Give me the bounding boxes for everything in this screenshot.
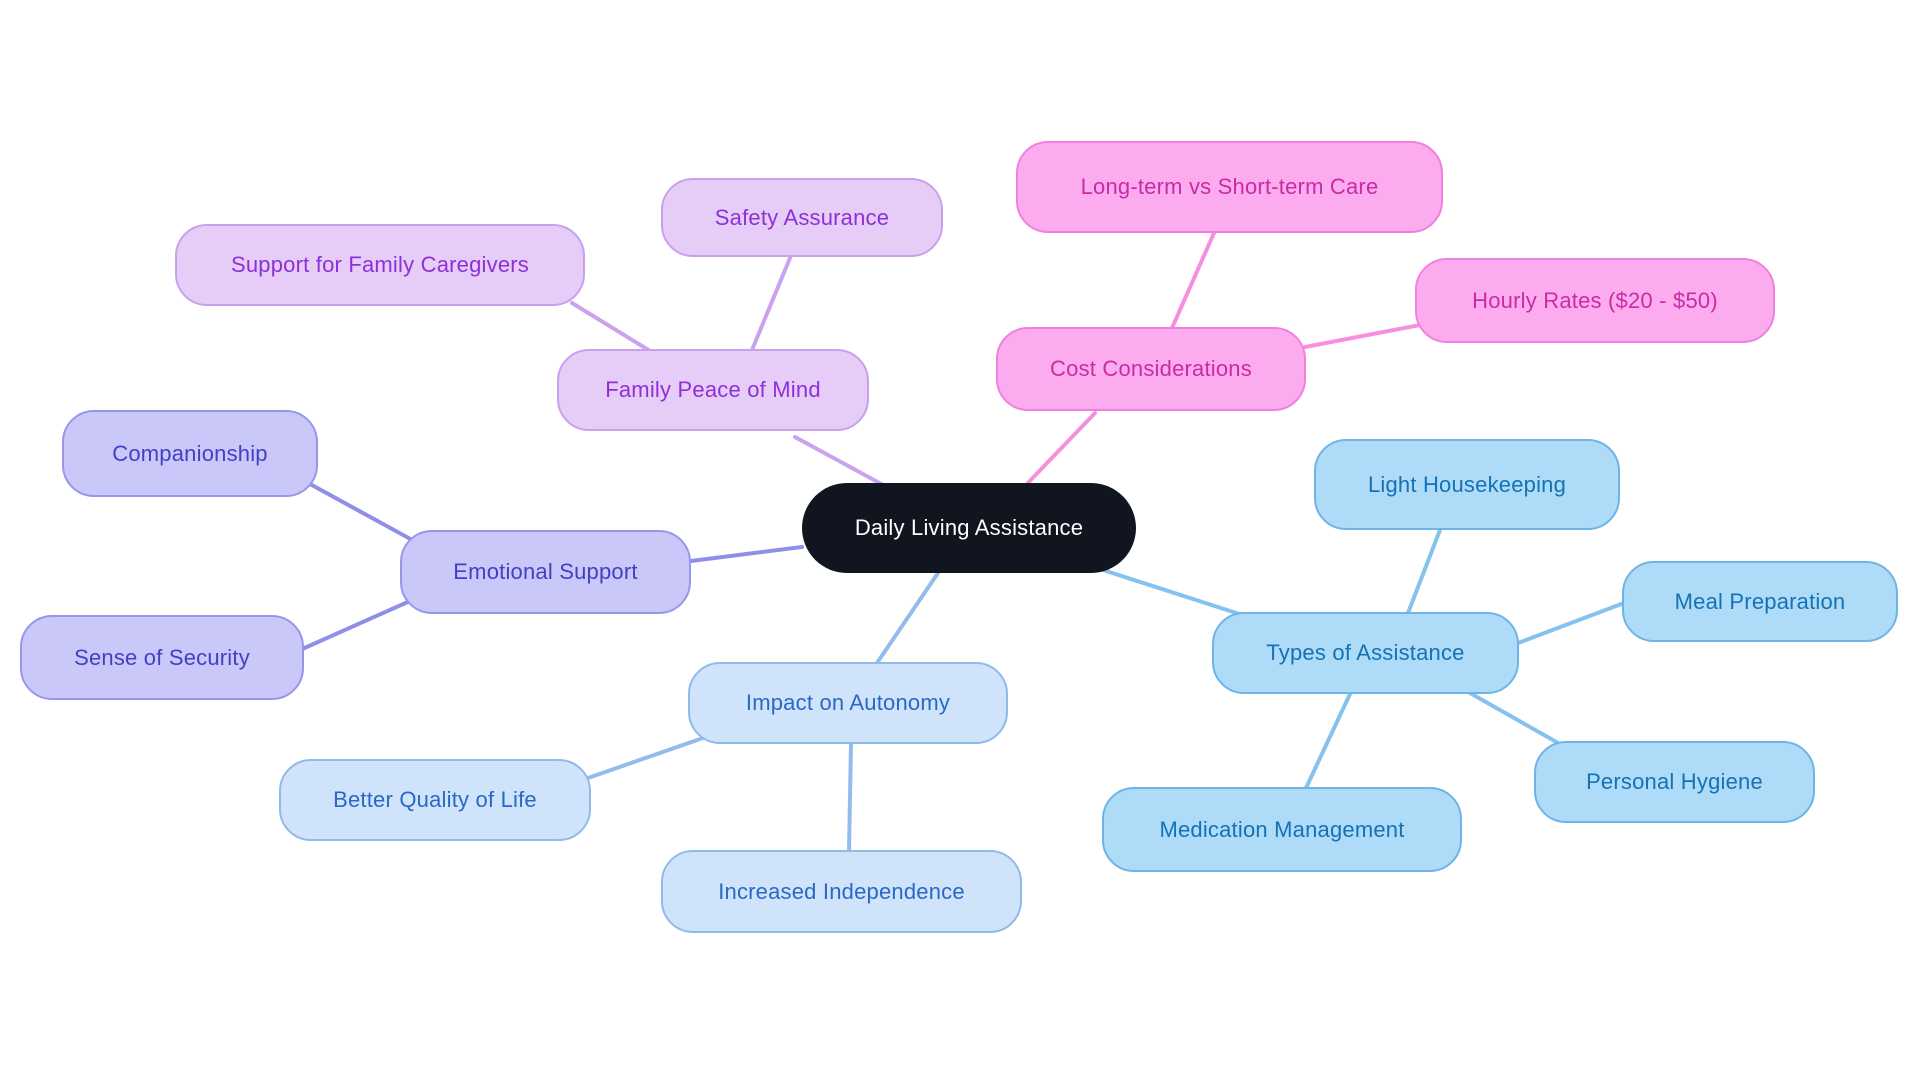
edge-impact-on-autonomy-increased-independence bbox=[847, 742, 853, 853]
node-label: Hourly Rates ($20 - $50) bbox=[1472, 287, 1718, 313]
node-family-peace-of-mind[interactable]: Family Peace of Mind bbox=[557, 349, 869, 431]
node-label: Emotional Support bbox=[453, 559, 638, 584]
edge-impact-on-autonomy-better-quality-of-life bbox=[586, 736, 705, 780]
node-increased-independence[interactable]: Increased Independence bbox=[661, 850, 1022, 933]
node-sense-of-security[interactable]: Sense of Security bbox=[20, 615, 304, 700]
node-label: Long-term vs Short-term Care bbox=[1080, 174, 1379, 199]
node-label: Impact on Autonomy bbox=[745, 690, 951, 715]
node-label: Types of Assistance bbox=[1266, 640, 1465, 665]
node-label: Safety Assurance bbox=[714, 204, 890, 230]
node-better-quality-of-life[interactable]: Better Quality of Life bbox=[279, 759, 591, 841]
node-long-term-vs-short-term-care[interactable]: Long-term vs Short-term Care bbox=[1016, 141, 1443, 233]
node-label: Medication Management bbox=[1159, 816, 1405, 842]
node-daily-living-assistance[interactable]: Daily Living Assistance bbox=[802, 483, 1136, 573]
node-label: Support for Family Caregivers bbox=[230, 252, 529, 277]
node-medication-management[interactable]: Medication Management bbox=[1102, 787, 1462, 872]
node-support-for-family-caregivers[interactable]: Support for Family Caregivers bbox=[175, 224, 585, 306]
edge-cost-considerations-long-term-vs-short-term-care bbox=[1170, 231, 1216, 330]
node-label: Sense of Security bbox=[74, 644, 250, 670]
node-label: Family Peace of Mind bbox=[605, 377, 821, 402]
edge-emotional-support-sense-of-security bbox=[298, 599, 412, 652]
edge-central-impact-on-autonomy bbox=[875, 571, 940, 665]
node-label: Personal Hygiene bbox=[1586, 769, 1763, 794]
node-personal-hygiene[interactable]: Personal Hygiene bbox=[1534, 741, 1815, 823]
node-safety-assurance[interactable]: Safety Assurance bbox=[661, 178, 943, 257]
node-label: Light Housekeeping bbox=[1367, 471, 1567, 497]
edge-central-family-peace-of-mind bbox=[793, 435, 887, 488]
node-companionship[interactable]: Companionship bbox=[62, 410, 318, 497]
node-label: Meal Preparation bbox=[1674, 588, 1846, 614]
edge-types-of-assistance-medication-management bbox=[1304, 692, 1352, 790]
node-meal-preparation[interactable]: Meal Preparation bbox=[1622, 561, 1898, 642]
node-label: Increased Independence bbox=[718, 878, 965, 904]
node-label: Cost Considerations bbox=[1050, 356, 1252, 381]
edge-types-of-assistance-meal-preparation bbox=[1516, 601, 1626, 645]
edge-types-of-assistance-personal-hygiene bbox=[1468, 691, 1569, 750]
node-cost-considerations[interactable]: Cost Considerations bbox=[996, 327, 1306, 411]
node-label: Companionship bbox=[112, 440, 268, 466]
edge-emotional-support-companionship bbox=[308, 482, 427, 549]
central-node-label: Daily Living Assistance bbox=[854, 515, 1084, 540]
node-light-housekeeping[interactable]: Light Housekeeping bbox=[1314, 439, 1620, 530]
node-impact-on-autonomy[interactable]: Impact on Autonomy bbox=[688, 662, 1008, 744]
node-types-of-assistance[interactable]: Types of Assistance bbox=[1212, 612, 1519, 694]
node-label: Better Quality of Life bbox=[333, 787, 537, 812]
edge-family-peace-of-mind-safety-assurance bbox=[750, 256, 792, 352]
edge-central-emotional-support bbox=[689, 545, 804, 563]
node-hourly-rates[interactable]: Hourly Rates ($20 - $50) bbox=[1415, 258, 1775, 343]
edge-cost-considerations-hourly-rates bbox=[1303, 323, 1422, 349]
edge-central-cost-considerations bbox=[1023, 411, 1097, 488]
edge-types-of-assistance-light-housekeeping bbox=[1406, 528, 1442, 615]
node-emotional-support[interactable]: Emotional Support bbox=[400, 530, 691, 614]
